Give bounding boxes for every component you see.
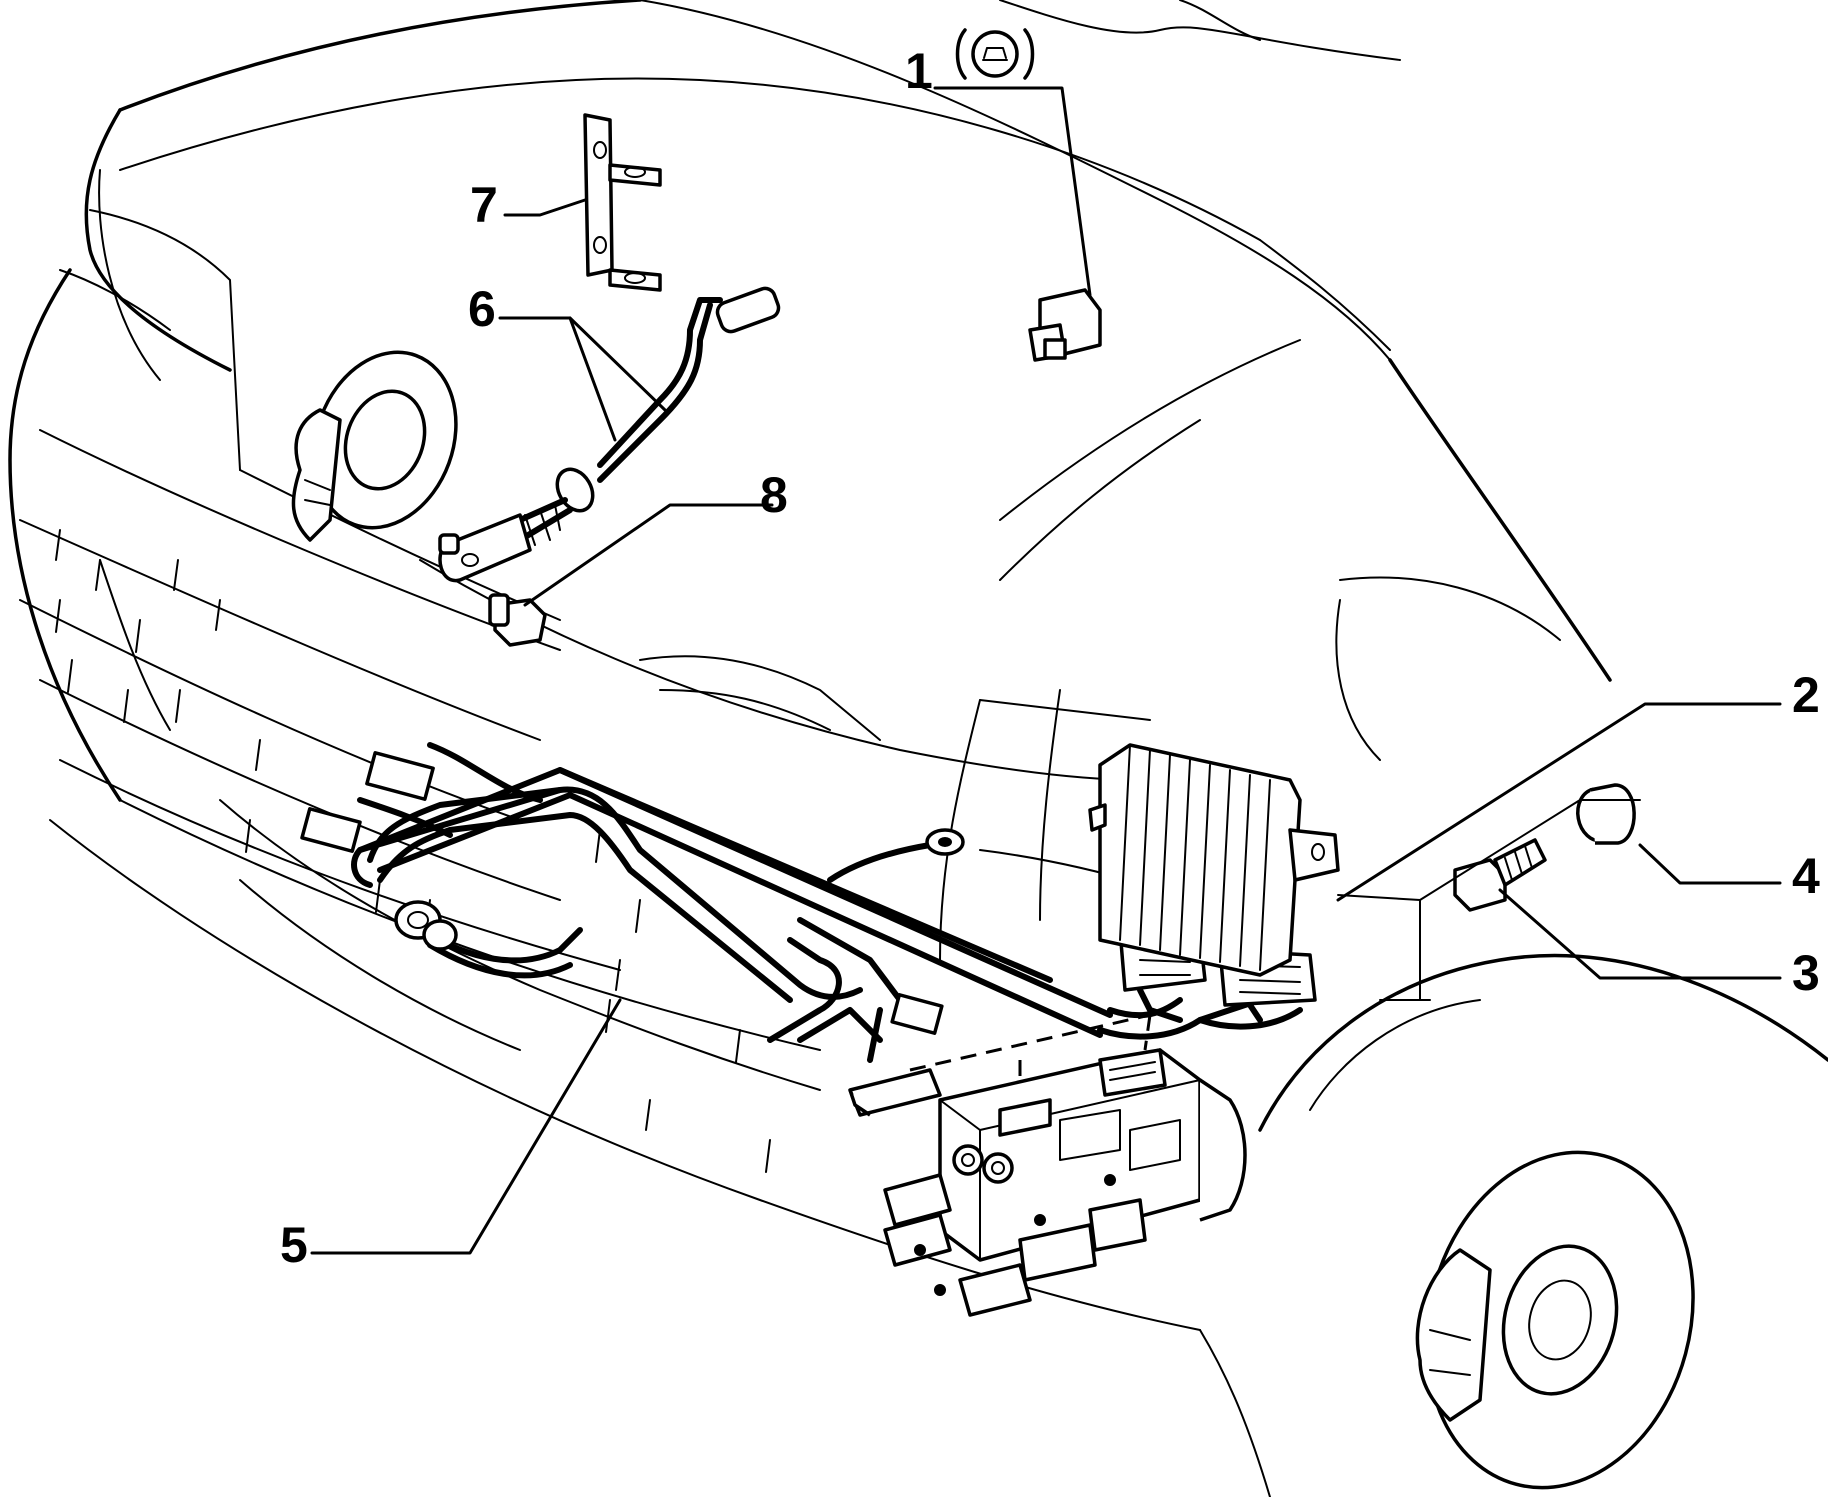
bumper-slots [55,529,771,1173]
part-1-warning-lamp-switch [955,28,1102,362]
part-2-abs-control-unit [1088,743,1340,977]
part-7-bracket [583,113,662,292]
abs-hydraulic-modulator [883,1013,1247,1317]
leader-frame [1337,799,1641,1001]
leader-lines [310,86,1782,1255]
leader-3 [1498,888,1782,980]
leader-6a [498,316,617,442]
leader-6b [568,316,667,412]
part-5-wiring-harness [300,742,1317,1117]
leader-2 [1336,702,1782,902]
callout-5: 5 [280,1217,308,1273]
callout-8: 8 [760,467,788,523]
front-right-brake-disc [1415,1150,1695,1490]
leader-8 [523,503,774,607]
callout-2: 2 [1792,667,1820,723]
front-left-brake-disc [291,350,458,542]
leader-4 [1638,843,1782,885]
leader-5 [310,998,622,1255]
callout-1: 1 [905,43,933,99]
part-3-screw [1453,838,1547,912]
leader-7 [503,198,587,217]
abs-warning-symbol-icon [955,28,1035,80]
leader-1 [933,86,1092,297]
callout-7: 7 [470,177,498,233]
callout-6: 6 [468,281,496,337]
part-8-screw [488,593,547,647]
part-4-bush [1576,783,1636,845]
callout-3: 3 [1792,945,1820,1001]
callout-labels: 1 2 3 4 5 6 7 8 [280,43,1820,1273]
part-6-wheel-speed-sensor [438,286,781,583]
callout-4: 4 [1792,848,1820,904]
